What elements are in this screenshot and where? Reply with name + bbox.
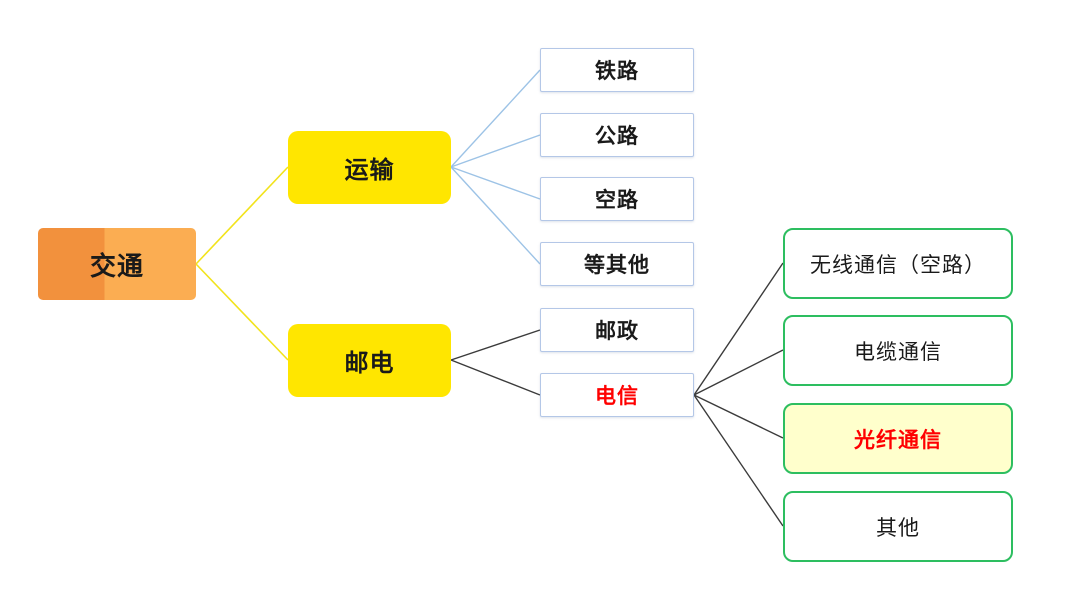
connector-transport-railway	[450, 69, 541, 168]
connector-transport-highway	[450, 134, 541, 168]
node-highway: 公路	[540, 113, 694, 157]
connector-post-telecom-node	[450, 359, 541, 396]
node-postal: 邮政	[540, 308, 694, 352]
connector-telecom-wireless	[693, 262, 784, 396]
connector-telecom-other	[693, 394, 784, 527]
node-traffic-root: 交通	[38, 228, 196, 300]
connector-transport-others	[450, 166, 541, 265]
connector-root-transport	[195, 166, 289, 265]
connector-telecom-fiber	[693, 394, 784, 439]
node-telecom: 电信	[540, 373, 694, 417]
node-airway: 空路	[540, 177, 694, 221]
node-wireless-comm: 无线通信（空路）	[783, 228, 1013, 299]
node-other-transport: 等其他	[540, 242, 694, 286]
connector-post-postal	[450, 329, 541, 361]
connector-transport-airway	[450, 166, 541, 200]
node-post-telecom: 邮电	[288, 324, 451, 397]
node-fiber-comm: 光纤通信	[783, 403, 1013, 474]
node-transport: 运输	[288, 131, 451, 204]
connector-root-post-telecom	[195, 263, 289, 361]
node-cable-comm: 电缆通信	[783, 315, 1013, 386]
node-other-telecom: 其他	[783, 491, 1013, 562]
connector-telecom-cable	[693, 349, 784, 396]
node-railway: 铁路	[540, 48, 694, 92]
